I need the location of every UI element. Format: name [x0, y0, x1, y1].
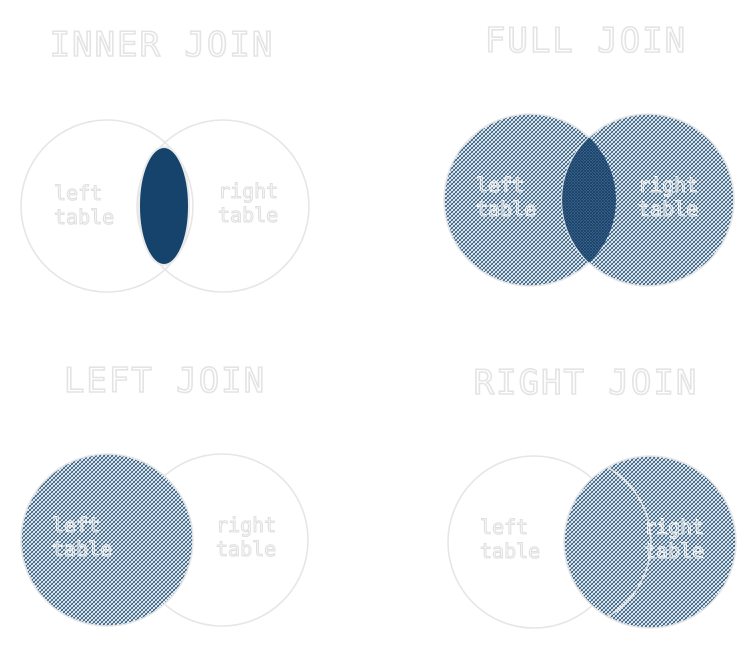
right-left-label-line1: left [480, 515, 528, 539]
inner-join-title: INNER JOIN [50, 25, 275, 65]
full-join-title: FULL JOIN [485, 21, 687, 61]
left-left-label-line1: left [52, 513, 100, 537]
panel-right-join: RIGHT JOIN left table right table [447, 362, 737, 629]
right-join-title: RIGHT JOIN [474, 363, 699, 403]
inner-left-label-line1: left [54, 181, 102, 205]
inner-right-label-line2: table [218, 203, 278, 227]
inner-right-label-line1: right [218, 179, 278, 203]
panel-left-join: LEFT JOIN left table right table [20, 360, 309, 627]
left-left-label-line2: table [52, 537, 112, 561]
inner-right-table-circle [136, 119, 310, 293]
left-right-label-line1: right [216, 513, 276, 537]
left-join-title: LEFT JOIN [64, 361, 266, 401]
left-right-label-line2: table [216, 537, 276, 561]
right-left-label-line2: table [480, 539, 540, 563]
inner-left-table-circle [20, 119, 194, 293]
inner-intersection-fill [138, 146, 190, 266]
full-right-label-line2: table [638, 197, 698, 221]
full-left-label-line1: left [476, 173, 524, 197]
right-right-label-line1: right [644, 515, 704, 539]
panel-full-join: FULL JOIN left table right table [443, 20, 735, 287]
inner-left-label-line2: table [54, 205, 114, 229]
left-left-table-circle [20, 453, 194, 627]
right-left-circle-overlap-arc [606, 466, 652, 618]
panel-inner-join: INNER JOIN left table right table [20, 24, 310, 293]
full-right-label-line1: right [638, 173, 698, 197]
full-left-label-line2: table [476, 197, 536, 221]
right-right-table-circle [563, 455, 737, 629]
right-right-label-line2: table [644, 539, 704, 563]
